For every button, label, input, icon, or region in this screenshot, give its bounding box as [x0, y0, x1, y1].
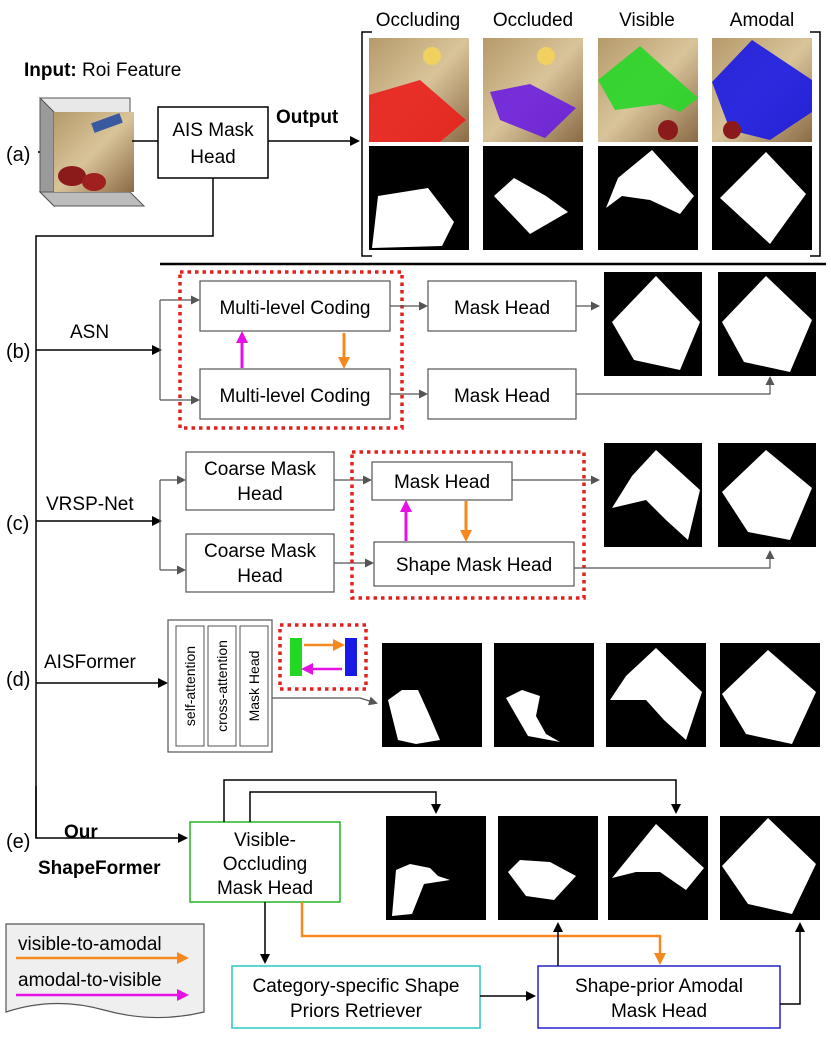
vis-occ-line3: Mask Head [217, 878, 313, 899]
vrsp-shape-box [373, 541, 575, 587]
asn-mask-top: Mask Head [454, 298, 550, 319]
legend: visible-to-amodal amodal-to-visible [5, 923, 205, 1019]
asn-label: ASN [70, 322, 109, 343]
shapeformer-label: ShapeFormer [38, 858, 161, 879]
col-occluded: Occluded [493, 10, 573, 31]
amodal-block [345, 638, 357, 676]
vis-occ-line1: Visible- [234, 830, 296, 851]
col-occluding: Occluding [376, 10, 461, 31]
mask-a-occluded [483, 146, 583, 250]
aisformer-mask-head-label: Mask Head [246, 651, 262, 722]
row-label-a: (a) [6, 144, 30, 166]
vrsp-dotted-frame [350, 450, 586, 600]
vrsp-coarse2-box [185, 533, 335, 593]
row-label-d: (d) [6, 669, 30, 691]
row-label-e: (e) [6, 831, 30, 853]
vrsp-coarse1-line2: Head [237, 484, 282, 505]
ais-mask-head-box [157, 106, 269, 179]
ais-mask-head-line2: Head [190, 147, 235, 168]
asn-coding-top: Multi-level Coding [219, 298, 370, 319]
mask-d-occluding [382, 643, 482, 747]
vrsp-shape-mask-head: Shape Mask Head [396, 555, 552, 576]
shape-prior-amodal-box [537, 965, 781, 1029]
cat-prior-line1: Category-specific Shape [253, 976, 460, 997]
photo-visible [598, 38, 698, 142]
photo-occluded [483, 38, 583, 142]
input-label: Input: Roi Feature [24, 60, 181, 81]
mask-c-amodal-result [718, 443, 816, 547]
asn-coding-bottom-box [199, 368, 391, 420]
output-label: Output [276, 107, 339, 128]
row-label-c: (c) [6, 513, 29, 535]
mask-e-amodal [720, 816, 820, 920]
mask-b-amodal-result [718, 272, 816, 376]
vis-occ-line2: Occluding [223, 854, 308, 875]
vrsp-mask-box [371, 461, 513, 501]
mask-d-amodal [720, 643, 820, 747]
shape-prior-line2: Mask Head [611, 1001, 707, 1022]
aisformer-label: AISFormer [44, 652, 137, 673]
cross-attention-box [207, 625, 237, 747]
visible-occluding-mask-head-box [189, 821, 341, 903]
roi-feature-cube [38, 96, 146, 208]
mask-d-occluded [494, 643, 594, 747]
category-prior-retriever-box [231, 965, 481, 1029]
mask-e-occluding [386, 816, 486, 920]
mask-e-occluded [498, 816, 598, 920]
asn-coding-top-box [199, 280, 391, 332]
legend-a2v-label: amodal-to-visible [18, 970, 162, 991]
visible-block [290, 638, 302, 676]
ais-mask-head-line1: AIS Mask [172, 120, 254, 141]
col-visible: Visible [619, 10, 675, 31]
asn-mask-top-box [427, 280, 577, 332]
aisformer-mask-head-box [239, 625, 269, 747]
cross-attention-label: cross-attention [214, 640, 230, 732]
mask-a-amodal [712, 146, 812, 250]
mask-b-occluded-result [604, 272, 702, 376]
asn-coding-bottom: Multi-level Coding [219, 386, 370, 407]
legend-v2a-label: visible-to-amodal [18, 934, 162, 955]
vrsp-label: VRSP-Net [46, 494, 134, 515]
mask-a-visible [598, 146, 698, 250]
vrsp-coarse2-line2: Head [237, 566, 282, 587]
cat-prior-line2: Priors Retriever [290, 1001, 423, 1022]
asn-mask-bottom: Mask Head [454, 386, 550, 407]
vrsp-mask-head: Mask Head [394, 472, 490, 493]
asn-mask-bottom-box [427, 368, 577, 420]
row-label-b: (b) [6, 341, 30, 363]
vrsp-coarse2-line1: Coarse Mask [204, 541, 316, 562]
our-label: Our [64, 822, 98, 843]
mask-c-occluded-result [604, 443, 702, 547]
photo-amodal [712, 38, 812, 142]
mask-a-occluding [369, 146, 469, 250]
shape-prior-line1: Shape-prior Amodal [575, 976, 743, 997]
vrsp-coarse1-line1: Coarse Mask [204, 459, 316, 480]
col-amodal: Amodal [730, 10, 794, 31]
mask-d-visible [606, 643, 706, 747]
photo-occluding [369, 38, 469, 142]
self-attention-box [175, 625, 205, 747]
mask-e-visible [608, 816, 708, 920]
vrsp-coarse1-box [185, 451, 335, 511]
asn-dotted-frame [178, 270, 404, 430]
self-attention-label: self-attention [182, 646, 198, 726]
